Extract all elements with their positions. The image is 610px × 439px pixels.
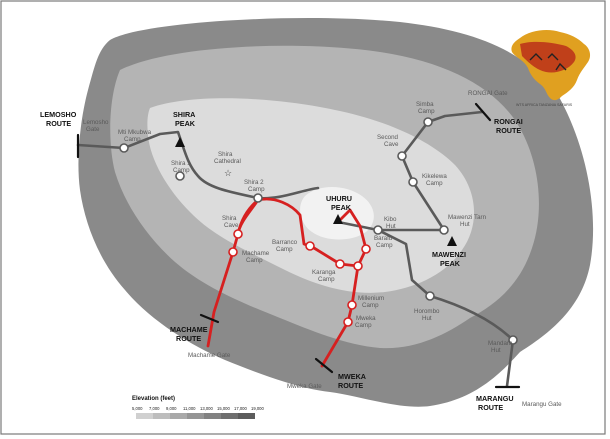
camp-kikelewa-marker xyxy=(408,177,418,187)
camp-mandara-marker xyxy=(508,335,518,345)
elevation-legend: Elevation (feet) 5,000 7,000 9,000 11,000 13… xyxy=(132,396,264,419)
legend-tick-label: 19,000 xyxy=(251,406,264,411)
legend-tick-label: 11,000 xyxy=(183,406,196,411)
gate-label-mweka: Mweka Gate xyxy=(287,383,322,390)
camp-label-machame: Machame Camp xyxy=(242,250,271,264)
legend-color-bar xyxy=(204,413,221,419)
gate-label-rongai: RONGAI Gate xyxy=(468,90,508,97)
camp-label-horombo: Horombo Hut xyxy=(414,308,441,322)
camp-millenium-marker xyxy=(347,300,357,310)
camp-mweka-marker xyxy=(343,317,353,327)
camp-label-mti-mkubwa: Mti Mkubwa Camp xyxy=(118,129,153,143)
peak-label-uhuru: UHURU PEAK xyxy=(326,194,354,212)
camp-shira2-marker xyxy=(253,193,263,203)
camp-label-shira-cathedral: Shira Cathedral xyxy=(214,151,241,165)
company-logo: WTS AFRICA TANZANIA SAFARIS xyxy=(511,30,591,107)
camp-mawenzi-tarn-marker xyxy=(439,225,449,235)
peak-label-shira: SHIRA PEAK xyxy=(173,110,197,128)
camp-label-second-cave: Second Cave xyxy=(377,134,400,148)
legend-tick-label: 15,000 xyxy=(217,406,230,411)
route-label-machame: MACHAME ROUTE xyxy=(170,325,210,343)
legend-tick-label: 13,000 xyxy=(200,406,213,411)
uhuru-peak-icon xyxy=(333,214,343,224)
legend-color-bar xyxy=(187,413,204,419)
legend-tick-label: 7,000 xyxy=(149,406,160,411)
camp-label-shira-cave: Shira Cave xyxy=(222,215,239,229)
gate-label-machame: Machame Gate xyxy=(188,352,231,359)
shira-peak-icon xyxy=(175,137,185,147)
camp-label-barafu: Barafu Camp xyxy=(374,235,394,249)
route-label-lemosho: LEMOSHO ROUTE xyxy=(40,110,78,128)
trail-lemosho xyxy=(76,130,260,200)
legend-tick-label: 17,000 xyxy=(234,406,247,411)
mawenzi-peak-icon xyxy=(447,236,457,246)
camp-label-simba: Simba Camp xyxy=(416,101,435,115)
machame-gate-bar xyxy=(199,313,220,324)
camp-shira1-marker xyxy=(175,171,185,181)
legend-color-bar xyxy=(238,413,255,419)
camp-horombo-marker xyxy=(425,291,435,301)
camp-machame-marker xyxy=(228,247,238,257)
camp-karanga-marker xyxy=(335,259,345,269)
camp-label-barranco: Barranco Camp xyxy=(272,239,299,253)
legend-color-bar xyxy=(136,413,153,419)
camp-label-mweka: Mweka Camp xyxy=(355,315,377,329)
legend-tick-label: 5,000 xyxy=(132,406,143,411)
camp-label-kibo: Kibo Hut xyxy=(384,216,398,230)
legend-color-bar xyxy=(170,413,187,419)
legend-title: Elevation (feet) xyxy=(132,396,175,402)
giraffe-icon xyxy=(529,53,567,71)
camp-second-cave-marker xyxy=(397,151,407,161)
camp-kibo-marker xyxy=(373,225,383,235)
star-icon: ☆ xyxy=(224,168,232,178)
mweka-gate-bar xyxy=(314,357,334,374)
legend-tick-label: 9,000 xyxy=(166,406,177,411)
peak-label-mawenzi: MAWENZI PEAK xyxy=(432,250,468,268)
trail-rongai xyxy=(400,110,484,232)
camp-label-mandara: Mandara Hut xyxy=(488,340,514,354)
gate-label-marangu: Marangu Gate xyxy=(522,401,562,408)
camp-barafu-marker xyxy=(361,244,371,254)
camp-label-millenium: Millenium Camp xyxy=(358,295,386,309)
camp-label-shira2: Shira 2 Camp xyxy=(244,179,265,193)
camp-label-shira1: Shira 1 Camp xyxy=(171,160,192,174)
camp-karanga2-marker xyxy=(353,261,363,271)
camp-label-mawenzi-tarn: Mawenzi Tarn Hut xyxy=(448,214,488,228)
logo-text: WTS AFRICA TANZANIA SAFARIS xyxy=(516,103,573,107)
camp-label-kikelewa: Kikelewa Camp xyxy=(422,173,449,187)
legend-color-bar xyxy=(221,413,238,419)
route-label-marangu: MARANGU ROUTE xyxy=(476,394,516,412)
legend-color-bar xyxy=(153,413,170,419)
camp-mti-mkubwa-marker xyxy=(119,143,129,153)
camp-barranco-marker xyxy=(305,241,315,251)
camp-label-karanga: Karanga Camp xyxy=(312,269,337,283)
camp-shira-cave-marker xyxy=(233,229,243,239)
route-label-rongai: RONGAI ROUTE xyxy=(494,117,525,135)
trail-marangu xyxy=(376,228,515,388)
camp-simba-marker xyxy=(423,117,433,127)
route-label-mweka: MWEKA ROUTE xyxy=(338,372,368,390)
rongai-gate-bar xyxy=(474,102,492,122)
